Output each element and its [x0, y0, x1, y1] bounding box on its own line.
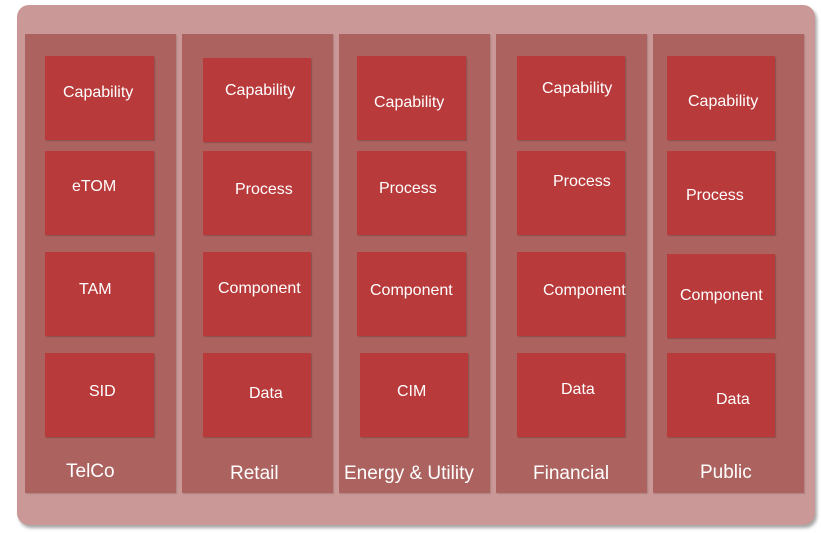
- box-retail-4: Data: [203, 353, 311, 437]
- box-label: Process: [235, 181, 293, 198]
- box-financial-4: Data: [517, 353, 625, 437]
- box-label: Component: [680, 287, 763, 304]
- box-label: Process: [686, 187, 744, 204]
- box-label: Data: [561, 381, 595, 398]
- column-label-telco: TelCo: [66, 461, 115, 482]
- box-label: CIM: [397, 383, 427, 400]
- box-label: eTOM: [72, 178, 117, 195]
- box-public-3: Component: [667, 254, 775, 338]
- box-public-1: Capability: [667, 56, 775, 140]
- box-label: Capability: [63, 84, 134, 101]
- box-energy-4: CIM: [360, 353, 468, 437]
- box-energy-3: Component: [357, 252, 466, 336]
- box-label: Data: [249, 385, 283, 402]
- box-label: Component: [370, 282, 453, 299]
- box-label: Capability: [542, 80, 613, 97]
- box-label: Capability: [225, 82, 296, 99]
- box-public-2: Process: [667, 151, 775, 235]
- box-label: Component: [218, 280, 301, 297]
- box-energy-1: Capability: [357, 56, 466, 140]
- column-label-retail: Retail: [230, 463, 279, 484]
- box-financial-1: Capability: [517, 56, 625, 140]
- box-label: Capability: [374, 94, 445, 111]
- box-label: Process: [379, 180, 437, 197]
- box-telco-4: SID: [45, 353, 154, 437]
- column-label-public: Public: [700, 462, 752, 483]
- box-label: Data: [716, 391, 750, 408]
- box-retail-3: Component: [203, 252, 311, 336]
- box-financial-2: Process: [517, 151, 625, 235]
- box-financial-3: Component: [517, 252, 626, 336]
- box-telco-1: Capability: [45, 56, 154, 140]
- box-label: TAM: [79, 281, 112, 298]
- box-label: Component: [543, 282, 626, 299]
- box-telco-2: eTOM: [45, 151, 154, 235]
- box-retail-2: Process: [203, 151, 311, 235]
- box-retail-1: Capability: [203, 58, 311, 142]
- box-telco-3: TAM: [45, 252, 154, 336]
- column-label-energy-utility: Energy & Utility: [344, 463, 474, 484]
- box-label: SID: [89, 383, 116, 400]
- column-label-financial: Financial: [533, 463, 610, 484]
- box-label: Capability: [688, 93, 759, 110]
- box-energy-2: Process: [357, 151, 466, 235]
- box-label: Process: [553, 173, 611, 190]
- box-public-4: Data: [667, 353, 775, 437]
